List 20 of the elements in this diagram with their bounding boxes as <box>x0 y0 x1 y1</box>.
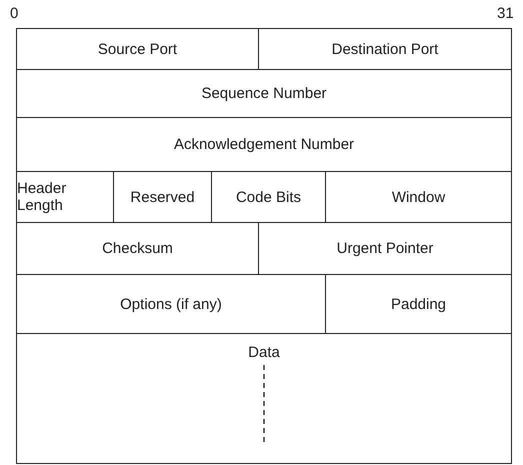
field-name: Code Bits <box>236 188 302 206</box>
field-name: Acknowledgement Number <box>174 136 354 153</box>
header-field <box>16 69 512 118</box>
field-name: Window <box>392 188 446 206</box>
field-name: Options (if any) <box>120 296 222 312</box>
header-field <box>16 117 512 172</box>
field-name: Destination Port <box>332 40 438 58</box>
bit-number: 31 <box>497 5 514 22</box>
field-name: Sequence Number <box>201 85 327 102</box>
field-name: Reserved <box>130 188 195 206</box>
bit-number: 0 <box>10 5 18 22</box>
field-name: Data <box>248 344 280 361</box>
header-field <box>16 333 512 464</box>
header-field <box>258 28 512 70</box>
field-name: Source Port <box>98 40 178 58</box>
field-name: Checksum <box>102 240 173 257</box>
field-name: Padding <box>390 296 446 312</box>
field-name: Header Length <box>17 180 68 214</box>
header-field <box>16 28 259 70</box>
field-name: Urgent Pointer <box>336 240 434 257</box>
